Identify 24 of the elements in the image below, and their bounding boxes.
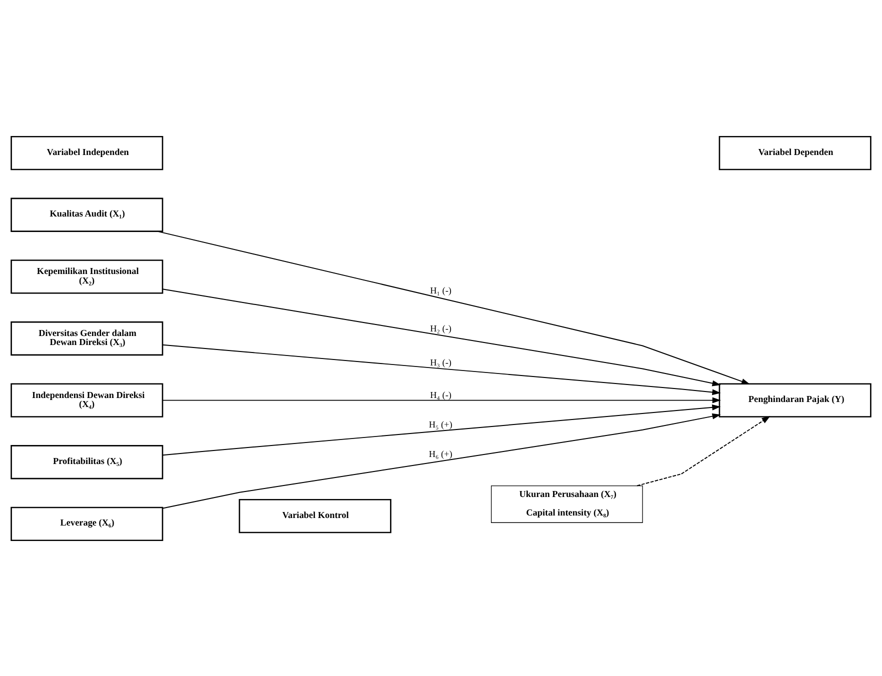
edge-label: H₄ (-) (430, 389, 452, 400)
arrow (162, 404, 721, 456)
node-box: Leverage (X₆) (10, 506, 164, 541)
arrow (636, 416, 770, 486)
node-box: Variabel Dependen (718, 135, 872, 170)
arrow (162, 288, 721, 386)
node-box: Independensi Dewan Direksi (X₄) (10, 382, 164, 417)
arrow (162, 412, 721, 508)
edge-label: H₂ (-) (430, 322, 452, 333)
node-box: Penghindaran Pajak (Y) (718, 382, 872, 417)
edge-label: H₃ (-) (430, 357, 452, 368)
arrow (162, 396, 721, 403)
arrow (156, 230, 750, 384)
node-box: Kepemilikan Institusional (X₂) (10, 259, 164, 294)
node-box: Profitabilitas (X₅) (10, 444, 164, 479)
edge-label: H₅ (+) (428, 418, 452, 429)
edge-label: H₁ (-) (430, 284, 452, 295)
arrow (162, 344, 721, 395)
edge-label: H₆ (+) (428, 448, 452, 458)
node-box: Variabel Kontrol (238, 498, 392, 533)
node-box: Kualitas Audit (X₁) (10, 197, 164, 232)
node-box: Variabel Independen (10, 135, 164, 170)
node-box: Ukuran Perusahaan (X₇) Capital intensity (X₈) (490, 484, 643, 522)
node-box: Diversitas Gender dalam Dewan Direksi (X₃) (10, 320, 164, 356)
